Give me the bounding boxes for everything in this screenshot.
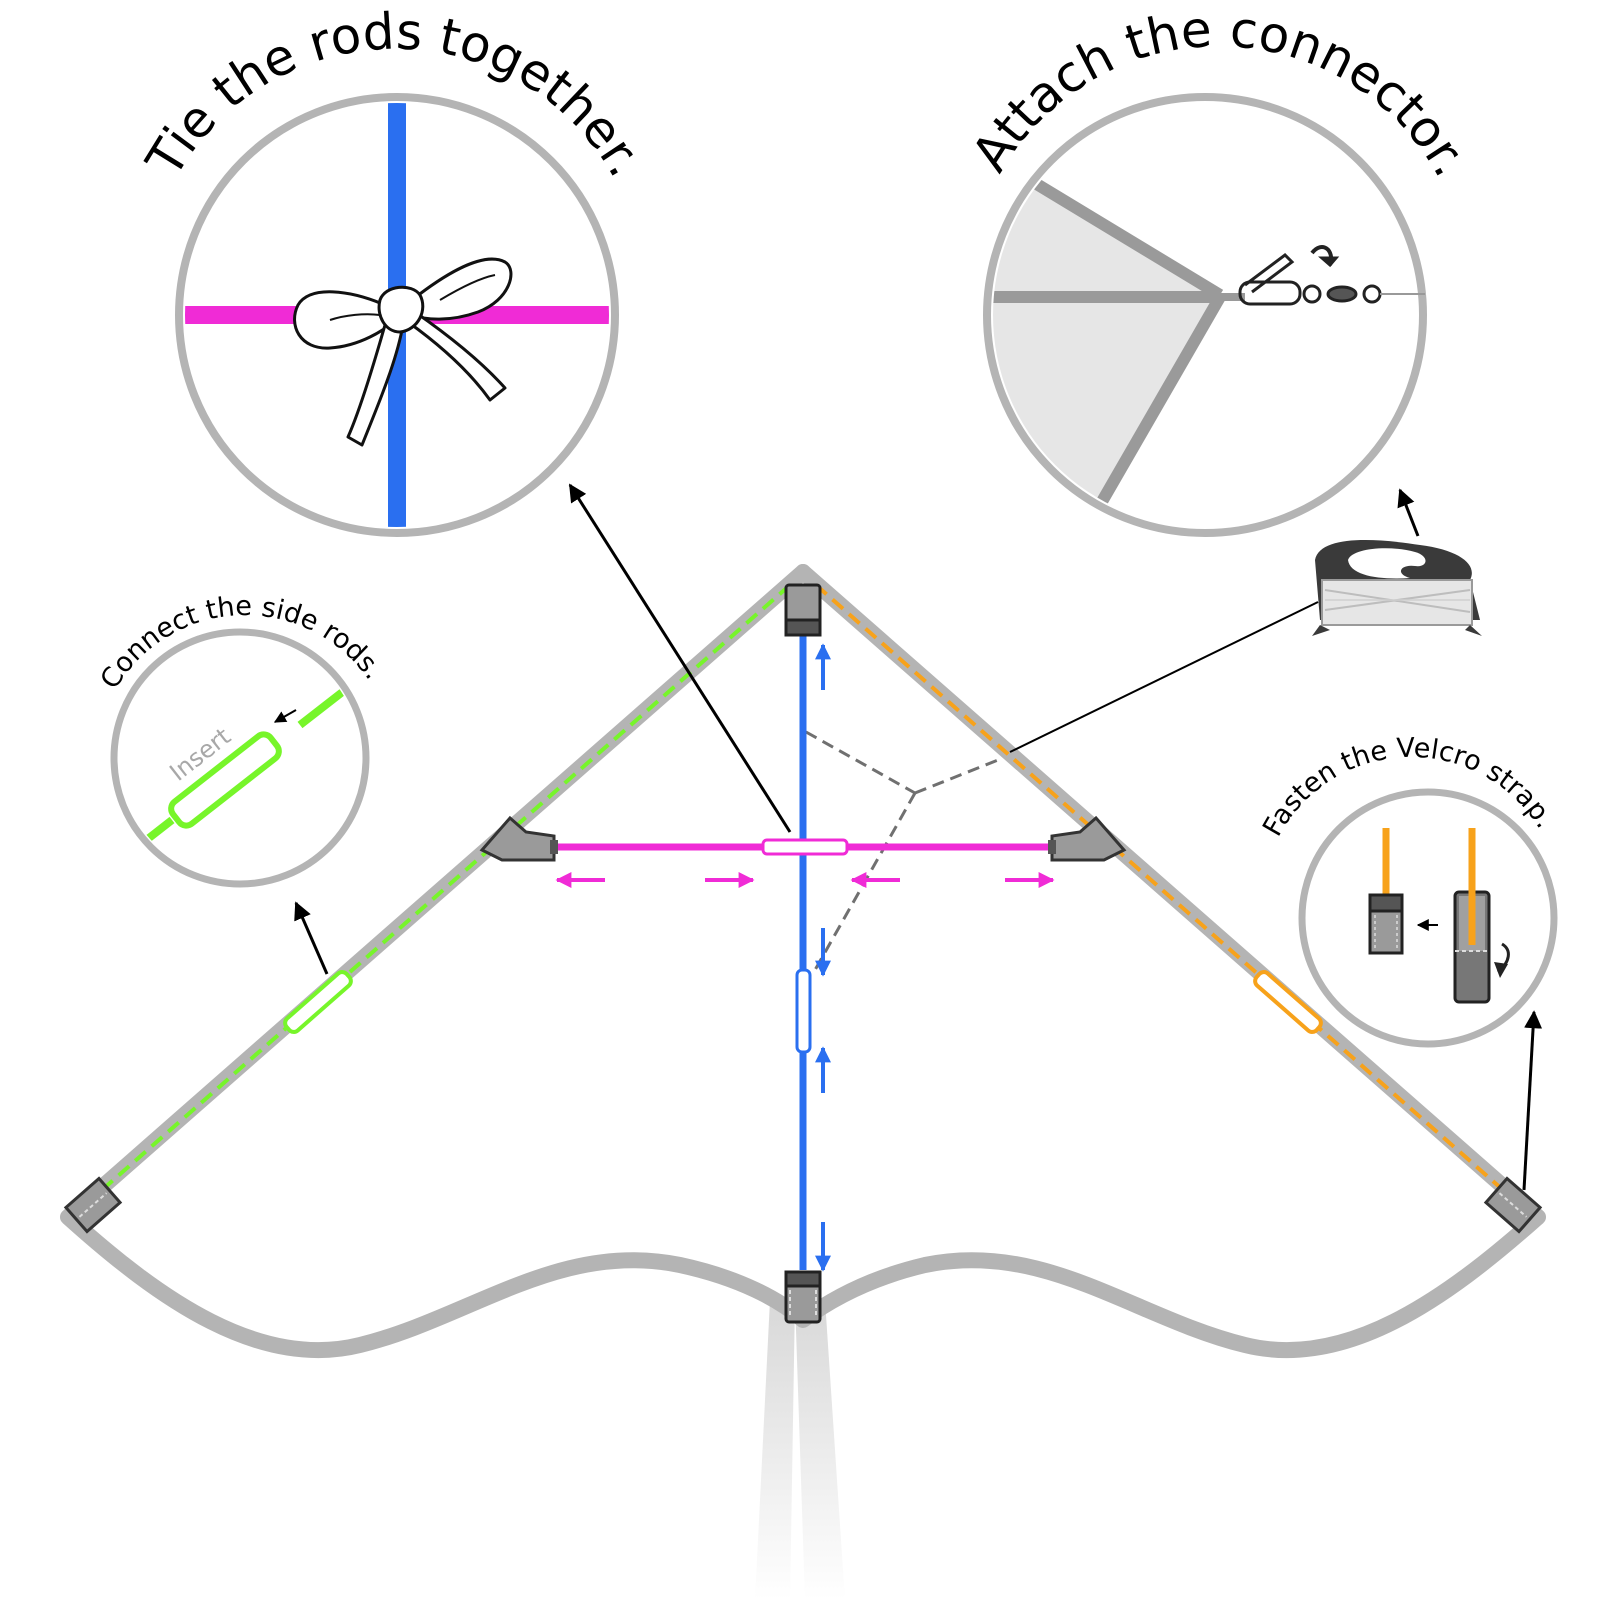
- bow-knot-icon: [293, 257, 513, 447]
- velcro-strap-icon: [1368, 828, 1510, 1004]
- left-wingtip-cap: [63, 1176, 123, 1234]
- insert-arrow-icon: [273, 709, 297, 723]
- left-rod-sleeve: [283, 970, 353, 1034]
- nose-cap: [784, 583, 822, 637]
- left-t-connector: [479, 815, 558, 862]
- right-t-connector: [1048, 815, 1127, 862]
- tail-cap: [784, 1270, 822, 1324]
- flying-line: [1009, 601, 1319, 753]
- right-rod-sleeve: [1253, 970, 1323, 1034]
- tie-rods-callout: Tie the rods together.: [135, 2, 655, 537]
- connect-side-rods-callout: Insert Connect the side rods.: [95, 591, 389, 888]
- line-winder-icon: [1312, 540, 1482, 636]
- snap-swivel-icon: [1238, 245, 1425, 306]
- velcro-strap-callout: Fasten the Velcro strap.: [1257, 733, 1560, 1048]
- spine-sleeve: [795, 968, 812, 1054]
- right-wingtip-cap: [1483, 1176, 1543, 1234]
- callout-arrows: [294, 483, 1543, 1191]
- kite-tails: [755, 1300, 845, 1600]
- attach-connector-callout: Attach the connector.: [961, 0, 1480, 537]
- cross-tie-sleeve: [761, 838, 849, 856]
